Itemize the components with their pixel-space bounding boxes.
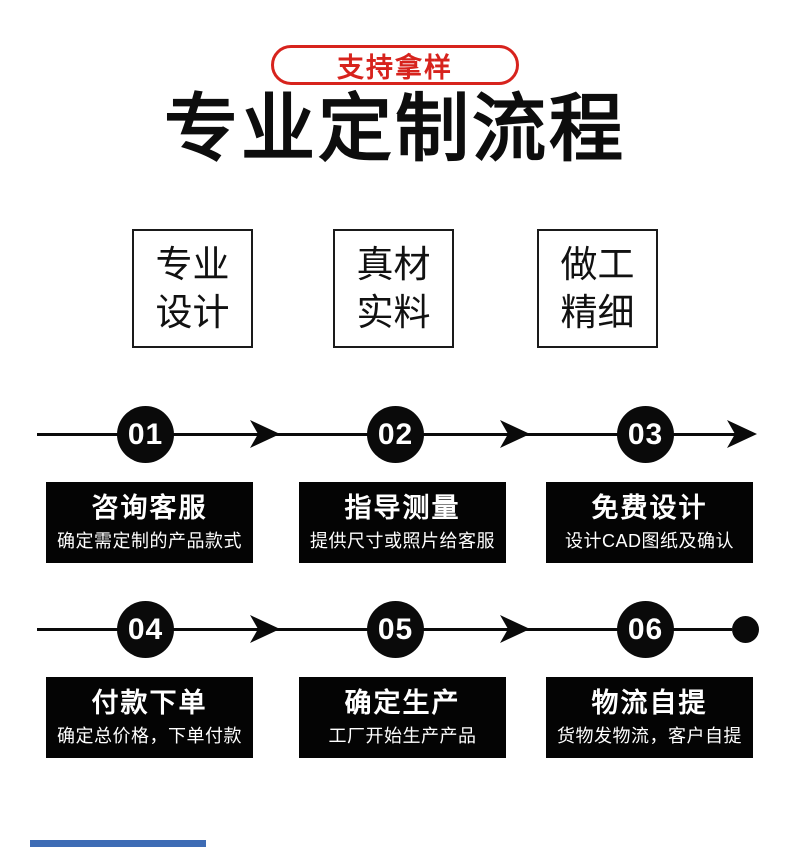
- step-number: 05: [377, 612, 414, 646]
- step-box-title: 咨询客服: [91, 493, 208, 523]
- step-box-pay-order: 付款下单 确定总价格，下单付款: [46, 677, 253, 758]
- step-box-free-design: 免费设计 设计CAD图纸及确认: [546, 482, 753, 563]
- step-number: 01: [127, 417, 164, 451]
- step-node-03: 03: [617, 406, 674, 463]
- step-node-02: 02: [367, 406, 424, 463]
- arrow-right-icon: [250, 615, 280, 643]
- feature-line: 设计: [155, 291, 230, 333]
- feature-box-professional-design: 专业 设计: [132, 229, 253, 348]
- feature-line: 做工: [560, 243, 635, 285]
- feature-box-fine-workmanship: 做工 精细: [537, 229, 658, 348]
- feature-line: 真材: [356, 243, 431, 285]
- step-box-desc: 设计CAD图纸及确认: [564, 531, 734, 551]
- step-number: 03: [627, 417, 664, 451]
- step-node-05: 05: [367, 601, 424, 658]
- step-box-title: 物流自提: [591, 688, 708, 718]
- step-node-01: 01: [117, 406, 174, 463]
- step-box-desc: 货物发物流，客户自提: [557, 726, 742, 746]
- step-number: 04: [127, 612, 164, 646]
- feature-line: 实料: [356, 291, 431, 333]
- step-node-04: 04: [117, 601, 174, 658]
- sample-support-badge: 支持拿样: [271, 45, 519, 85]
- arrow-right-icon: [500, 420, 530, 448]
- step-box-desc: 确定需定制的产品款式: [57, 531, 242, 551]
- step-box-title: 付款下单: [91, 688, 208, 718]
- step-node-06: 06: [617, 601, 674, 658]
- feature-line: 专业: [155, 243, 230, 285]
- step-box-desc: 提供尺寸或照片给客服: [310, 531, 495, 551]
- flow-end-dot: [732, 616, 759, 643]
- step-box-logistics-pickup: 物流自提 货物发物流，客户自提: [546, 677, 753, 758]
- step-box-title: 确定生产: [344, 688, 461, 718]
- feature-box-real-materials: 真材 实料: [333, 229, 454, 348]
- bottom-accent-bar: [30, 840, 206, 847]
- arrow-right-icon: [250, 420, 280, 448]
- step-box-title: 指导测量: [344, 493, 461, 523]
- step-box-desc: 确定总价格，下单付款: [57, 726, 242, 746]
- sample-support-badge-label: 支持拿样: [337, 52, 453, 83]
- feature-line: 精细: [560, 291, 635, 333]
- page-title: 专业定制流程: [164, 87, 626, 170]
- step-box-desc: 工厂开始生产产品: [328, 726, 477, 746]
- step-box-guided-measurement: 指导测量 提供尺寸或照片给客服: [299, 482, 506, 563]
- step-box-title: 免费设计: [591, 493, 708, 523]
- step-number: 06: [627, 612, 664, 646]
- step-box-confirm-production: 确定生产 工厂开始生产产品: [299, 677, 506, 758]
- arrow-right-icon: [727, 420, 757, 448]
- step-box-consult-service: 咨询客服 确定需定制的产品款式: [46, 482, 253, 563]
- arrow-right-icon: [500, 615, 530, 643]
- step-number: 02: [377, 417, 414, 451]
